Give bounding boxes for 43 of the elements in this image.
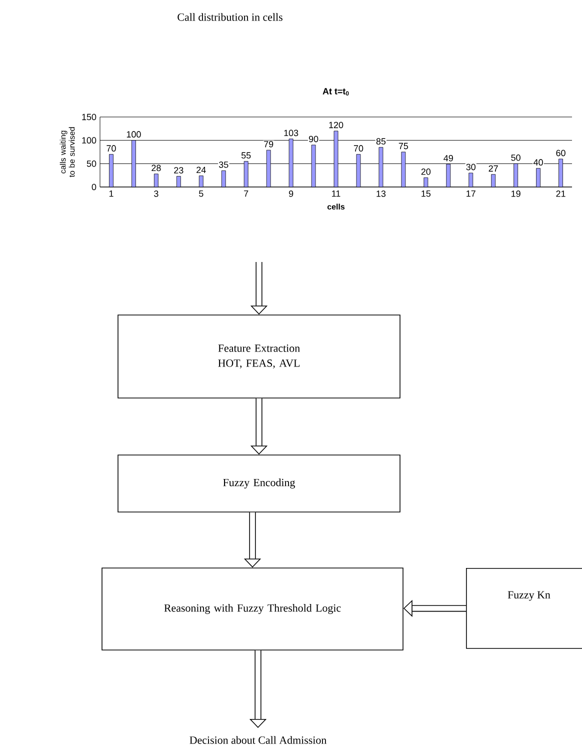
process-box: Fuzzy Encoding xyxy=(118,454,400,512)
x-tick-label: 3 xyxy=(154,190,158,197)
data-label: 27 xyxy=(488,165,498,172)
y-tick-label: 100 xyxy=(82,137,96,144)
x-tick-label: 17 xyxy=(466,190,476,197)
y-tick-label: 50 xyxy=(86,160,96,167)
x-tick-label: 19 xyxy=(512,190,520,197)
data-label: 70 xyxy=(354,145,364,152)
chart-title: At t=t$_{0}$ xyxy=(322,88,349,96)
process-box: Feature Extraction HOT, FEAS, AVL xyxy=(118,314,400,398)
data-label: 60 xyxy=(556,150,566,156)
data-label: 79 xyxy=(264,140,274,148)
x-tick-label: 7 xyxy=(244,190,248,197)
process-box: Fuzzy Kn xyxy=(466,568,582,649)
data-label: 90 xyxy=(308,136,318,142)
decision-text: Decision about Call Admission xyxy=(190,736,326,744)
data-label: 30 xyxy=(466,164,476,170)
data-label: 50 xyxy=(511,154,520,161)
data-label: 120 xyxy=(329,122,344,128)
data-label: 23 xyxy=(174,167,184,174)
x-tick-label: 11 xyxy=(332,190,340,197)
data-label: 20 xyxy=(421,168,431,175)
x-tick-label: 9 xyxy=(288,190,294,197)
x-tick-label: 5 xyxy=(199,190,204,197)
x-tick-label: 13 xyxy=(376,190,386,197)
y-tick-label: 0 xyxy=(92,184,96,190)
data-label: 85 xyxy=(376,138,386,145)
x-tick-label: 21 xyxy=(556,190,566,197)
data-label: 55 xyxy=(241,152,251,159)
title: Call distribution in cells xyxy=(178,13,282,21)
process-box: Reasoning with Fuzzy Threshold Logic xyxy=(102,568,404,650)
data-label: 24 xyxy=(196,166,206,173)
data-label: 100 xyxy=(126,131,141,138)
data-label: 75 xyxy=(398,142,408,150)
data-label: 103 xyxy=(284,130,298,136)
x-tick-label: 15 xyxy=(422,190,431,197)
data-label: 40 xyxy=(534,159,543,166)
data-label: 28 xyxy=(152,164,161,172)
data-label: 70 xyxy=(106,145,116,152)
data-label: 35 xyxy=(218,162,228,168)
x-tick-label: 1 xyxy=(109,190,114,197)
data-label: 49 xyxy=(444,154,453,162)
y-tick-label: 150 xyxy=(82,114,96,120)
